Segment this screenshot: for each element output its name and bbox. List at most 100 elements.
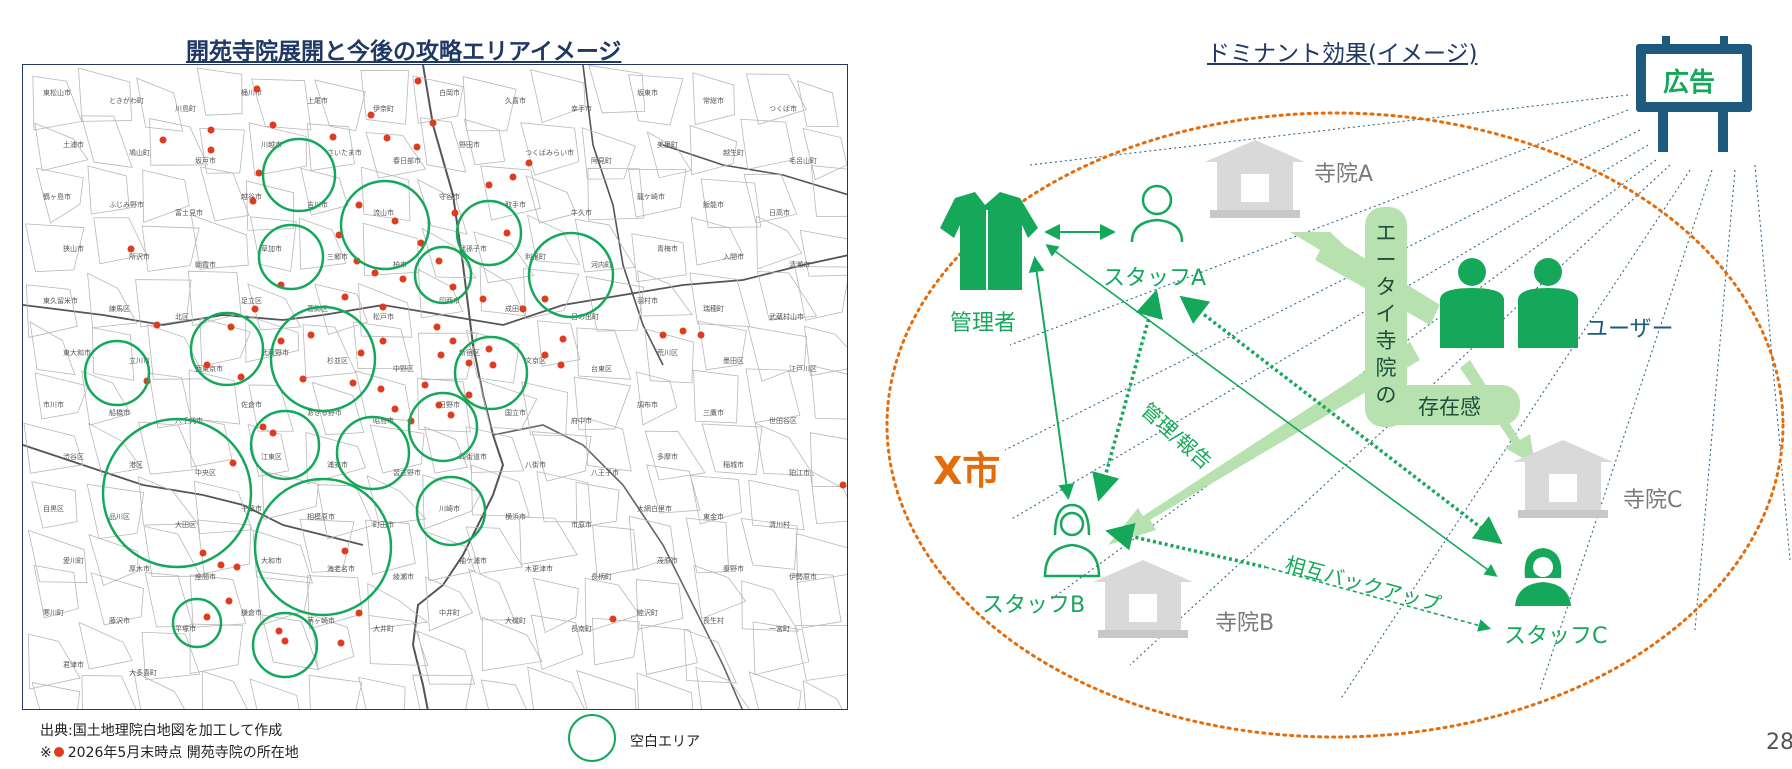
temple-location-dot xyxy=(489,361,497,369)
municipality-label: 綾瀬市 xyxy=(393,572,414,581)
municipality-label: 睦沢町 xyxy=(637,608,658,617)
temple-location-dot xyxy=(417,239,425,247)
municipality-label: 調布市 xyxy=(637,400,658,409)
temple-location-dot xyxy=(227,323,235,331)
municipality-label: 毛呂山町 xyxy=(789,156,817,165)
municipality-label: 四街道市 xyxy=(459,452,487,461)
temple-a-label: 寺院A xyxy=(1314,162,1374,187)
municipality-label: 国立市 xyxy=(505,408,526,417)
map-panel: 東松山市ときがわ町川島町桶川市上尾市伊奈町白岡市久喜市幸手市坂東市常総市つくば市… xyxy=(22,64,848,710)
temple-location-dot xyxy=(485,181,493,189)
staff-b-label: スタッフB xyxy=(982,593,1086,618)
municipality-label: 東大和市 xyxy=(63,348,91,357)
municipality-label: 江東区 xyxy=(261,452,282,461)
temple-location-dot xyxy=(433,323,441,331)
blank-area-circle xyxy=(413,245,473,305)
municipality-label: 日高市 xyxy=(769,208,790,217)
temple-location-dot xyxy=(349,379,357,387)
municipality-label: 横浜市 xyxy=(505,512,526,521)
temple-location-dot xyxy=(429,119,437,127)
presence-vertical-char: ー xyxy=(1375,248,1397,272)
municipality-label: 松戸市 xyxy=(373,312,394,321)
temple-location-dot xyxy=(435,401,443,409)
temple-location-dot xyxy=(255,169,263,177)
location-note: ※2026年5月末時点 開苑寺院の所在地 xyxy=(40,742,299,762)
temple-location-dot xyxy=(269,121,277,129)
temple-location-dot xyxy=(199,549,207,557)
city-boundary xyxy=(885,111,1785,739)
municipality-label: 富士見市 xyxy=(175,208,203,217)
municipality-label: 中央区 xyxy=(195,468,216,477)
municipality-label: 秦野市 xyxy=(723,564,744,573)
temple-location-dot xyxy=(237,373,245,381)
municipality-label: 武蔵村山市 xyxy=(769,312,804,321)
municipality-label: 阿見町 xyxy=(591,156,612,165)
location-note-text: 2026年5月末時点 開苑寺院の所在地 xyxy=(67,745,299,761)
temple-location-dot xyxy=(307,331,315,339)
municipality-label: 北区 xyxy=(175,313,189,321)
municipality-label: 草加市 xyxy=(261,244,282,253)
temple-location-dot xyxy=(299,375,307,383)
municipality-label: 習志野市 xyxy=(393,468,421,477)
municipality-label: 市原市 xyxy=(571,520,592,529)
municipality-label: 美里町 xyxy=(657,140,678,149)
staff-c-label: スタッフC xyxy=(1504,624,1608,649)
temple-location-dot xyxy=(679,327,687,335)
municipality-label: 吉川市 xyxy=(307,200,328,209)
municipality-label: 足立区 xyxy=(241,296,262,305)
temple-location-dot xyxy=(275,627,283,635)
municipality-label: 日の出町 xyxy=(571,312,599,321)
blank-area-circle xyxy=(261,137,337,213)
temple-location-dot xyxy=(421,381,429,389)
municipality-label: 杉並区 xyxy=(327,356,348,365)
temple-location-dot xyxy=(127,245,135,253)
municipality-label: 川島町 xyxy=(175,104,196,113)
red-dot-icon xyxy=(53,747,64,757)
blank-area-circle xyxy=(415,475,487,547)
temple-location-dot xyxy=(251,305,259,313)
temple-location-dot xyxy=(217,561,225,569)
blank-area-circle xyxy=(455,199,523,267)
municipality-label: 台東区 xyxy=(591,364,612,373)
temple-location-dot xyxy=(479,295,487,303)
temple-location-dot xyxy=(485,345,493,353)
temple-location-dot xyxy=(371,269,379,277)
municipality-label: 坂戸市 xyxy=(195,156,216,165)
presence-vertical-char: エ xyxy=(1375,221,1397,245)
municipality-label: 江戸川区 xyxy=(789,365,817,373)
municipality-label: 座間市 xyxy=(195,572,216,581)
municipality-label: 常総市 xyxy=(703,96,724,105)
municipality-label: 伊勢原市 xyxy=(789,572,817,581)
municipality-label: あきる野市 xyxy=(307,408,342,417)
temple-icon xyxy=(1093,560,1193,638)
municipality-label: 目黒区 xyxy=(43,505,64,513)
municipality-label: 守谷市 xyxy=(439,192,460,201)
municipality-label: 木更津市 xyxy=(525,564,553,573)
municipality-label: 千葉市 xyxy=(241,504,262,513)
temple-location-dot xyxy=(437,351,445,359)
municipality-label: 柏市 xyxy=(393,260,407,269)
temple-location-dot xyxy=(329,133,337,141)
presence-vertical-char: 院 xyxy=(1375,356,1397,380)
temple-location-dot xyxy=(519,305,527,313)
temple-location-dot xyxy=(355,201,363,209)
municipality-label: 印西市 xyxy=(439,296,460,305)
staff-b-icon xyxy=(1043,503,1101,578)
municipality-label: 品川区 xyxy=(109,513,130,521)
temple-icon xyxy=(1513,440,1613,518)
city-label: X市 xyxy=(933,449,1001,493)
temple-location-dot xyxy=(609,615,617,623)
temple-location-dot xyxy=(377,385,385,393)
blank-area-circle xyxy=(527,231,615,319)
diagram-title: ドミナント効果(イメージ) xyxy=(1207,41,1478,67)
temple-location-dot xyxy=(449,283,457,291)
municipality-label: 藤沢市 xyxy=(109,616,130,625)
municipality-label: 入間市 xyxy=(723,252,744,261)
municipality-label: 中野区 xyxy=(393,364,414,373)
municipality-label: 稲城市 xyxy=(723,460,744,469)
temple-location-dot xyxy=(281,637,289,645)
temple-location-dot xyxy=(269,429,277,437)
municipality-label: 渋谷区 xyxy=(63,452,84,461)
municipality-label: さいたま市 xyxy=(327,148,362,157)
temple-location-dot xyxy=(414,77,422,85)
